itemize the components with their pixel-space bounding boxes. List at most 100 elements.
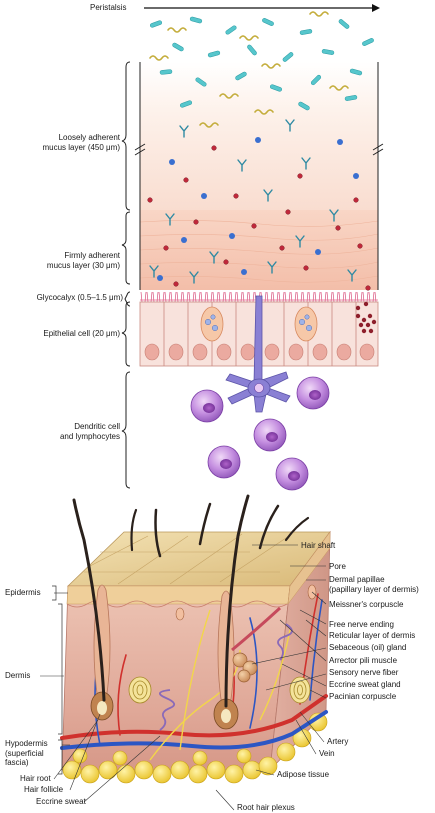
glycocalyx-strand bbox=[241, 292, 242, 302]
dermal-papillae-label-line1: Dermal papillae bbox=[329, 575, 419, 585]
glycocalyx-strand bbox=[361, 292, 362, 302]
glycocalyx-strand bbox=[325, 292, 326, 302]
hypodermis-label: Hypodermis (superficial fascia) bbox=[5, 739, 48, 768]
glycocalyx-strand bbox=[375, 292, 376, 302]
free-nerve-ending-label: Free nerve ending bbox=[329, 620, 394, 630]
glycocalyx-strand bbox=[199, 292, 200, 302]
hair-follicle-label: Hair follicle bbox=[24, 785, 63, 795]
glycocalyx-strand bbox=[195, 292, 196, 302]
root-hair-plexus-label: Root hair plexus bbox=[237, 803, 295, 813]
artery bbox=[62, 594, 326, 738]
glycocalyx-strand bbox=[205, 292, 206, 302]
hair-shafts bbox=[74, 496, 308, 706]
glycocalyx-strand bbox=[151, 292, 152, 302]
glycocalyx-strand bbox=[313, 292, 314, 302]
glycocalyx-strand bbox=[147, 292, 148, 302]
hair-shaft-label: Hair shaft bbox=[301, 541, 335, 551]
hypodermis-label-line2: (superficial bbox=[5, 749, 48, 759]
glycocalyx-strand bbox=[291, 292, 292, 302]
glycocalyx-strand bbox=[145, 292, 146, 302]
glycocalyx-strand bbox=[231, 292, 232, 302]
adipose-tissue-label: Adipose tissue bbox=[277, 770, 329, 780]
glycocalyx-strand bbox=[349, 292, 350, 302]
glycocalyx-strand bbox=[225, 292, 226, 302]
glycocalyx-strand bbox=[307, 292, 308, 302]
glycocalyx-strand bbox=[277, 292, 278, 302]
glycocalyx-strand bbox=[157, 292, 158, 302]
glycocalyx-strand bbox=[373, 292, 374, 302]
glycocalyx-strand bbox=[211, 292, 212, 302]
meissners-corpuscle bbox=[176, 585, 316, 620]
glycocalyx-strand bbox=[219, 292, 220, 302]
dermis-side bbox=[270, 532, 330, 770]
glycocalyx-strand bbox=[169, 292, 170, 302]
glycocalyx-strand bbox=[333, 292, 334, 302]
glycocalyx-strand bbox=[163, 292, 164, 302]
hypodermis-label-line1: Hypodermis bbox=[5, 739, 48, 749]
glycocalyx-strand bbox=[207, 292, 208, 302]
eccrine-sweat-label: Eccrine sweat bbox=[36, 797, 86, 807]
glycocalyx-strand bbox=[265, 292, 266, 302]
eccrine-sweat-gland-label: Eccrine sweat gland bbox=[329, 680, 401, 690]
dermal-papillae-label-line2: (papillary layer of dermis) bbox=[329, 585, 419, 595]
glycocalyx-strand bbox=[177, 292, 178, 302]
skin-surface-ridges bbox=[84, 534, 292, 584]
glycocalyx-strand bbox=[153, 292, 154, 302]
hair-follicle-left bbox=[91, 585, 113, 720]
glycocalyx-strand bbox=[253, 292, 254, 302]
glycocalyx-strand bbox=[283, 292, 284, 302]
glycocalyx-strand bbox=[369, 292, 370, 302]
glycocalyx-strand bbox=[327, 292, 328, 302]
hypodermis-label-line3: fascia) bbox=[5, 758, 48, 768]
glycocalyx-strand bbox=[367, 292, 368, 302]
glycocalyx-strand bbox=[213, 292, 214, 302]
dendritic-label: Dendritic cell and lymphocytes bbox=[2, 422, 120, 441]
dendritic-label-line2: and lymphocytes bbox=[2, 432, 120, 442]
loose-mucus-label-line1: Loosely adherent bbox=[2, 133, 120, 143]
sensory-nerve-fiber bbox=[150, 610, 290, 760]
glycocalyx-strand bbox=[343, 292, 344, 302]
glycocalyx-strand bbox=[235, 292, 236, 302]
artery-label: Artery bbox=[327, 737, 348, 747]
firm-mucus-label: Firmly adherent mucus layer (30 μm) bbox=[2, 251, 120, 270]
glycocalyx-strand bbox=[279, 292, 280, 302]
glycocalyx-strand bbox=[217, 292, 218, 302]
glycocalyx-strand bbox=[267, 292, 268, 302]
sensory-nerve-fiber-label: Sensory nerve fiber bbox=[329, 668, 398, 678]
glycocalyx-strand bbox=[193, 292, 194, 302]
glycocalyx-strand bbox=[309, 292, 310, 302]
glycocalyx-strand bbox=[175, 292, 176, 302]
glycocalyx-strand bbox=[303, 292, 304, 302]
glycocalyx-strand bbox=[339, 292, 340, 302]
glycocalyx-strand bbox=[189, 292, 190, 302]
sebaceous-gland bbox=[233, 653, 257, 682]
meissners-corpuscle-label: Meissner's corpuscle bbox=[329, 600, 403, 610]
glycocalyx-strand bbox=[285, 292, 286, 302]
glycocalyx-strand bbox=[273, 292, 274, 302]
dendritic-label-line1: Dendritic cell bbox=[2, 422, 120, 432]
firm-mucus-label-line1: Firmly adherent bbox=[2, 251, 120, 261]
glycocalyx-strand bbox=[345, 292, 346, 302]
peristalsis-arrow-head bbox=[372, 4, 380, 12]
glycocalyx-strand bbox=[319, 292, 320, 302]
glycocalyx-strand bbox=[181, 292, 182, 302]
loose-mucus-label: Loosely adherent mucus layer (450 μm) bbox=[2, 133, 120, 152]
pore-label: Pore bbox=[329, 562, 346, 572]
glycocalyx-strand bbox=[171, 292, 172, 302]
dermis-label: Dermis bbox=[5, 671, 30, 681]
loose-mucus-layer bbox=[140, 62, 378, 210]
glycocalyx-strand bbox=[301, 292, 302, 302]
hair-root-label: Hair root bbox=[20, 774, 51, 784]
glycocalyx-strand bbox=[165, 292, 166, 302]
epidermis-label: Epidermis bbox=[5, 588, 41, 598]
epidermis-band bbox=[67, 586, 290, 604]
glycocalyx-strand bbox=[243, 292, 244, 302]
glycocalyx-strand bbox=[315, 292, 316, 302]
glycocalyx-strand bbox=[229, 292, 230, 302]
arrector-pili-muscle bbox=[232, 608, 280, 650]
pacinian-corpuscle-label: Pacinian corpuscle bbox=[329, 692, 396, 702]
dermal-papillae-label: Dermal papillae (papillary layer of derm… bbox=[329, 575, 419, 594]
glycocalyx-strand bbox=[355, 292, 356, 302]
glycocalyx-strand bbox=[201, 292, 202, 302]
glycocalyx-strand bbox=[247, 292, 248, 302]
